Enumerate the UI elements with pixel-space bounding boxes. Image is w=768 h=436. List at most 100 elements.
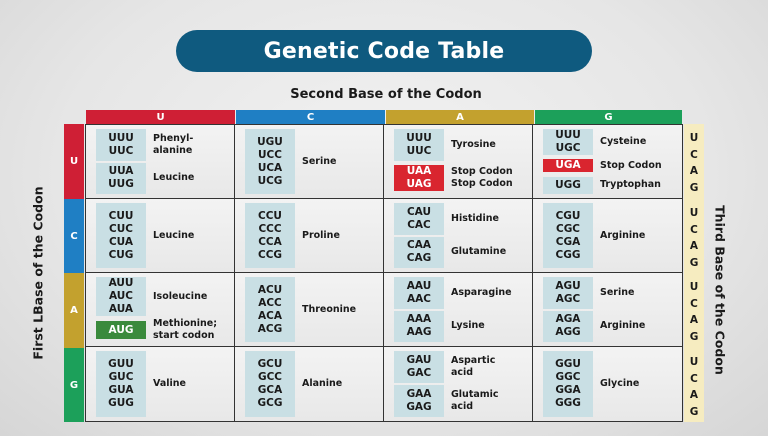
third-base-c: C [690, 223, 698, 236]
codon: GGU [555, 358, 581, 370]
codon: AGA [555, 313, 581, 326]
amino-acid-text: Stop Codon [451, 166, 513, 178]
codon: GGA [555, 384, 581, 396]
codon: CAG [406, 252, 432, 265]
codon-list: UGA [543, 157, 593, 175]
amino-acid-text: Valine [153, 378, 186, 389]
codon: GUA [108, 384, 134, 396]
codon: GGG [555, 397, 581, 409]
codon: AAC [407, 292, 431, 305]
amino-acid-text: Lysine [451, 320, 485, 332]
stop-codon: UAA [394, 165, 444, 179]
codon-group: UGG Tryptophan [543, 176, 676, 194]
codon: AGU [555, 279, 581, 292]
codon: CCG [257, 248, 283, 261]
amino-acid-text: Glutamine [451, 246, 507, 258]
third-base-c: C [690, 297, 698, 310]
codon: GAU [406, 354, 432, 366]
codon: UGG [555, 178, 581, 191]
amino-acid-text: Serine [302, 155, 337, 167]
page-title: Genetic Code Table [263, 38, 505, 64]
codon: GCG [257, 397, 283, 409]
codon: AAU [406, 279, 432, 292]
third-base-g: G [689, 405, 699, 418]
codon: CCU [258, 209, 282, 222]
codon: UUC [108, 144, 134, 157]
amino-acid-label: Alanine [295, 378, 342, 390]
codon: ACU [257, 283, 283, 296]
row-header-c: C [64, 199, 84, 273]
amino-acid-text: Leucine [153, 229, 195, 241]
codon: AAA [406, 313, 432, 326]
column-header-u: U [86, 110, 235, 124]
amino-acid-label: Glutamine [444, 246, 506, 258]
amino-acid-text: Tryptophan [600, 179, 661, 191]
amino-acid-label: Lysine [444, 320, 485, 332]
column-header-a: A [386, 110, 534, 124]
amino-acid-text: Tyrosine [451, 138, 496, 150]
column-header-g: G [535, 110, 682, 124]
third-base-a: A [689, 389, 699, 401]
third-base-c: C [690, 148, 698, 161]
amino-acid-text: acid [451, 367, 474, 378]
amino-acid-label: Arginine [593, 320, 645, 332]
codon-list: AUG [96, 318, 146, 342]
amino-acid-text: Aspartic [451, 355, 496, 366]
first-base-label: First LBase of the Codon [30, 186, 46, 360]
codon: CAA [407, 239, 431, 252]
codon: CUG [108, 248, 134, 261]
amino-acid-text: Alanine [302, 378, 343, 389]
codon: CUC [109, 222, 133, 235]
codon: CGG [555, 248, 581, 261]
third-base-a: A [689, 240, 699, 252]
amino-acid-text: Arginine [600, 320, 646, 332]
amino-acid-label: Leucine [146, 172, 194, 184]
codon: AGC [555, 292, 581, 305]
amino-acid-label: Leucine [146, 230, 194, 242]
row-header-a: A [64, 273, 84, 348]
column-header-c: C [236, 110, 385, 124]
third-base-u: U [689, 281, 699, 293]
codon: ACG [257, 322, 283, 335]
third-base-a: A [689, 165, 699, 177]
third-base-u: U [689, 356, 699, 368]
amino-acid-text: Isoleucine [153, 290, 208, 302]
codon: AUU [108, 277, 134, 289]
amino-acid-text: Threonine [302, 303, 357, 315]
third-base-label: Third Base of the Codon [712, 205, 728, 375]
title-banner: Genetic Code Table [176, 30, 592, 72]
codon: CGC [555, 222, 581, 235]
third-base-c: C [690, 372, 698, 385]
second-base-label: Second Base of the Codon [290, 87, 482, 102]
codon: GUG [108, 397, 134, 409]
